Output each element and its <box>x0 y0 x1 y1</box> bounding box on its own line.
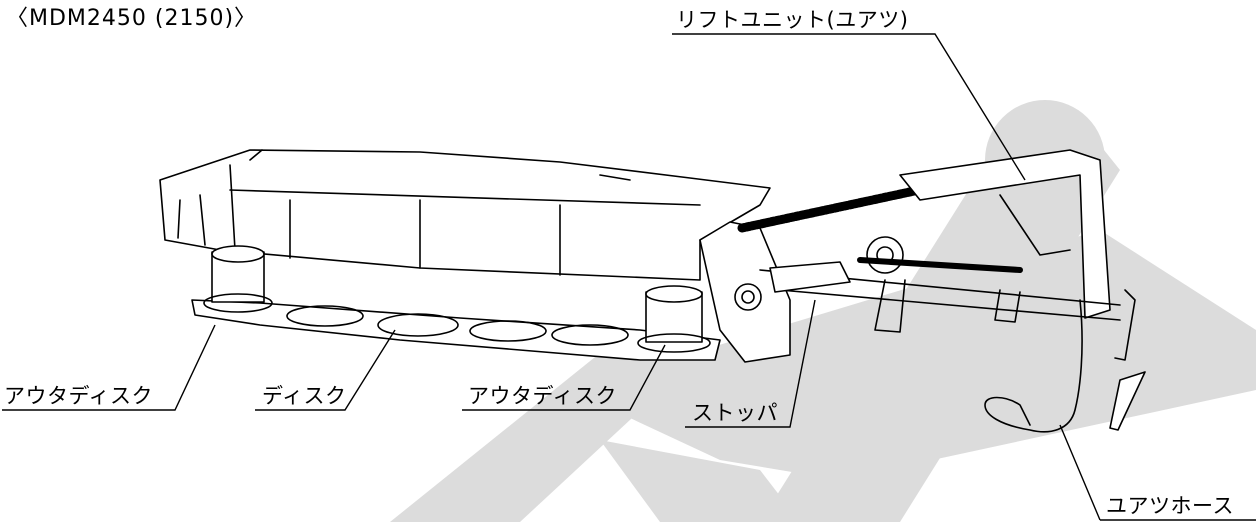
label-disk: ディスク <box>262 384 347 408</box>
machine-drawing <box>159 149 1146 433</box>
label-outer-disk-left: アウタディスク <box>4 384 154 408</box>
label-lift-unit: リフトユニット(ユアツ) <box>676 8 909 32</box>
label-outer-disk-right: アウタディスク <box>468 384 618 408</box>
label-hydraulic-hose: ユアツホース <box>1106 494 1234 518</box>
page-title: 〈MDM2450 (2150)〉 <box>6 6 258 31</box>
label-stopper: ストッパ <box>692 401 778 425</box>
leader-lines <box>2 33 1256 521</box>
